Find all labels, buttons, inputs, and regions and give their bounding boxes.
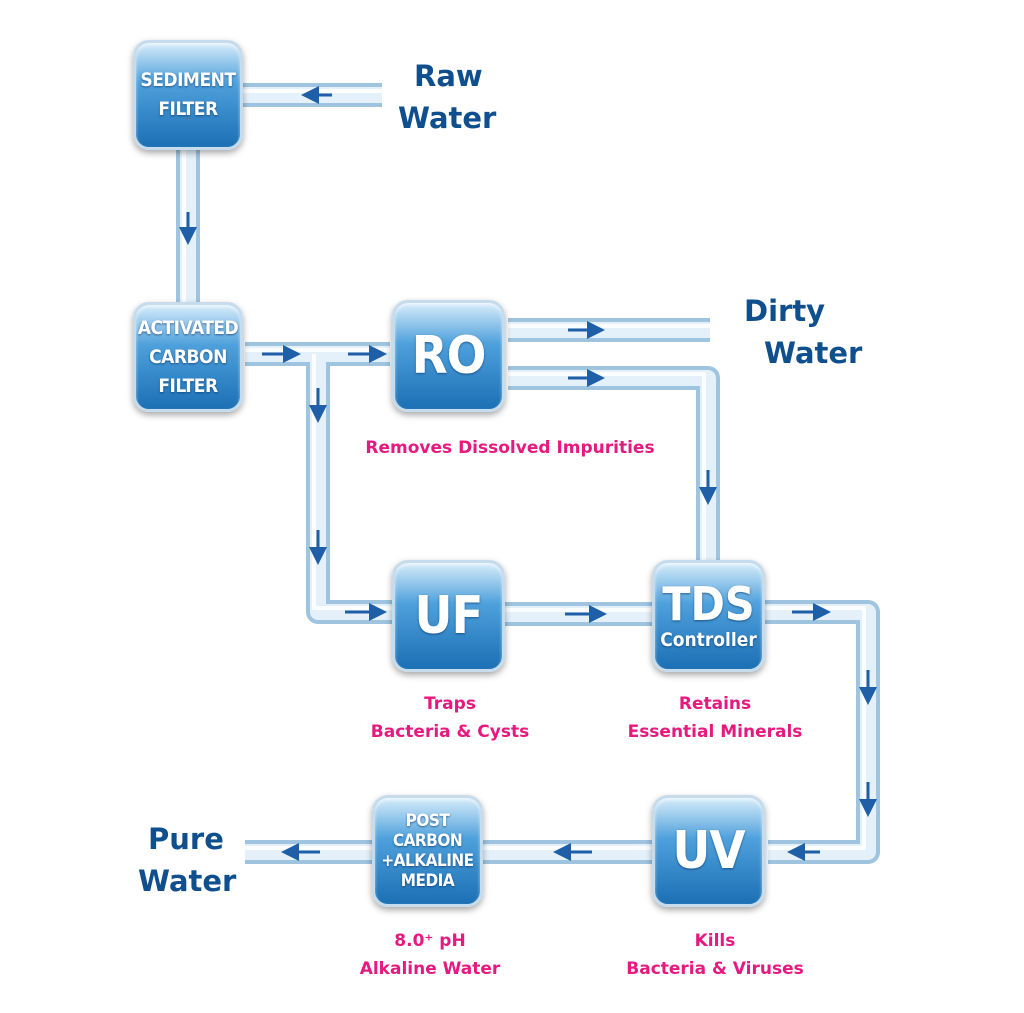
post-description-line: Alkaline Water bbox=[359, 959, 501, 979]
raw-water-line: Water bbox=[398, 101, 497, 135]
raw-water-label: Raw Water bbox=[398, 55, 496, 139]
uv-description: Kills Bacteria & Viruses bbox=[590, 927, 840, 983]
sediment-filter-line: FILTER bbox=[158, 98, 218, 120]
pure-water-line: Pure bbox=[148, 822, 224, 856]
post-line: POST bbox=[405, 811, 450, 831]
uf-description: Traps Bacteria & Cysts bbox=[330, 690, 570, 746]
raw-water-line: Raw bbox=[414, 59, 483, 93]
dirty-water-label: Dirty Water bbox=[740, 290, 862, 374]
activated-carbon-filter-box: ACTIVATED CARBON FILTER bbox=[133, 302, 243, 412]
pipe-ro-to-tds bbox=[508, 366, 720, 562]
pure-water-label: Pure Water bbox=[138, 818, 236, 902]
uf-label: UF bbox=[414, 586, 484, 646]
carbon-filter-line: CARBON bbox=[149, 345, 227, 368]
uf-description-line: Traps bbox=[424, 694, 476, 714]
uf-box: UF bbox=[392, 560, 505, 672]
uv-label: UV bbox=[672, 821, 745, 881]
ro-box: RO bbox=[392, 300, 505, 412]
post-line: +ALKALINE bbox=[381, 851, 474, 871]
ro-description-line: Removes Dissolved Impurities bbox=[365, 438, 655, 458]
tds-controller-box: TDS Controller bbox=[652, 560, 765, 672]
dirty-water-line: Water bbox=[764, 336, 863, 370]
post-description-line: 8.0⁺ pH bbox=[394, 931, 466, 951]
uv-box: UV bbox=[652, 795, 765, 907]
ro-description: Removes Dissolved Impurities bbox=[330, 434, 690, 462]
post-line: CARBON bbox=[392, 831, 463, 851]
tds-label: TDS bbox=[662, 577, 755, 631]
ro-label: RO bbox=[411, 326, 487, 386]
carbon-filter-line: FILTER bbox=[158, 374, 218, 397]
pipe-branch-to-uf bbox=[306, 354, 392, 624]
uv-description-line: Kills bbox=[694, 931, 736, 951]
sediment-filter-line: SEDIMENT bbox=[140, 69, 236, 91]
post-description: 8.0⁺ pH Alkaline Water bbox=[320, 927, 540, 983]
tds-description: Retains Essential Minerals bbox=[590, 690, 840, 746]
sediment-filter-box: SEDIMENT FILTER bbox=[133, 40, 243, 150]
carbon-filter-line: ACTIVATED bbox=[137, 316, 239, 339]
tds-description-line: Retains bbox=[678, 694, 752, 714]
uv-description-line: Bacteria & Viruses bbox=[626, 959, 804, 979]
tds-description-line: Essential Minerals bbox=[627, 722, 803, 742]
post-line: MEDIA bbox=[400, 871, 455, 891]
pure-water-line: Water bbox=[138, 864, 237, 898]
post-carbon-alkaline-box: POST CARBON +ALKALINE MEDIA bbox=[372, 795, 483, 907]
tds-controller-label: Controller bbox=[660, 629, 757, 651]
dirty-water-line: Dirty bbox=[744, 294, 826, 328]
uf-description-line: Bacteria & Cysts bbox=[370, 722, 530, 742]
